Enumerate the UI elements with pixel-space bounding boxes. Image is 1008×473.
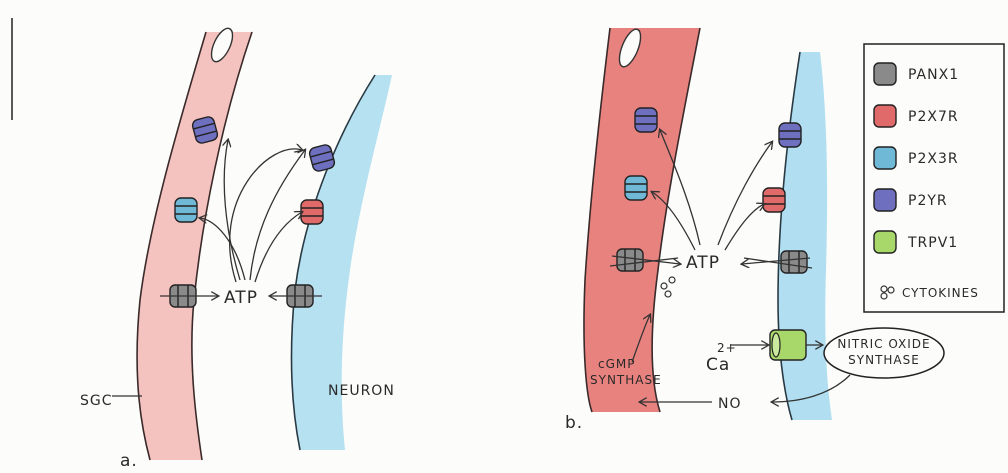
p2x3r-channel-sgc-a <box>175 198 197 222</box>
p2yr-channel-sgc-b <box>635 108 657 132</box>
legend-swatch-panx1 <box>874 63 896 85</box>
panel-a: ATP SGC NEURON a. <box>80 25 395 471</box>
nos-label-line1: NITRIC OXIDE <box>837 337 930 351</box>
cytokine-dots-b <box>661 277 675 297</box>
nos-label-line2: SYNTHASE <box>848 353 920 367</box>
legend-label-p2x7r: P2X7R <box>908 109 959 125</box>
legend-label-p2x3r: P2X3R <box>908 151 959 167</box>
legend-label-p2yr: P2YR <box>908 193 948 209</box>
legend-item-panx1: PANX1 <box>874 63 959 85</box>
p2x7r-channel-a <box>301 200 323 224</box>
calcium-charge-label: 2+ <box>717 341 737 355</box>
legend-label-cytokines: CYTOKINES <box>902 286 979 300</box>
neuron-label: NEURON <box>328 383 395 399</box>
panel-b-label: b. <box>565 413 583 433</box>
neuron-membrane-b <box>778 52 832 420</box>
atp-label-b: ATP <box>686 253 720 273</box>
panx1-channel-neuron-b <box>781 251 807 273</box>
sgc-label: SGC <box>80 393 113 409</box>
legend-item-trpv1: TRPV1 <box>874 231 958 253</box>
legend-item-p2x7r: P2X7R <box>874 105 959 127</box>
sgc-membrane-b <box>584 28 700 412</box>
legend-item-p2yr: P2YR <box>874 189 948 211</box>
trpv1-channel-b <box>770 330 806 360</box>
atp-label-a: ATP <box>224 288 258 308</box>
calcium-label: Ca <box>706 355 730 375</box>
cgmp-synthase-label: SYNTHASE <box>590 373 662 387</box>
p2x7r-channel-b <box>763 188 785 212</box>
legend-swatch-p2yr <box>874 189 896 211</box>
legend-label-panx1: PANX1 <box>908 67 959 83</box>
legend-label-trpv1: TRPV1 <box>907 235 958 251</box>
no-label: NO <box>718 396 742 412</box>
p2yr-channel-neuron-a <box>308 144 335 173</box>
legend-swatch-p2x7r <box>874 105 896 127</box>
p2x3r-channel-sgc-b <box>625 176 647 200</box>
p2yr-channel-neuron-b <box>779 123 801 147</box>
legend-swatch-trpv1 <box>874 231 896 253</box>
panel-a-label: a. <box>120 451 138 471</box>
legend-item-p2x3r: P2X3R <box>874 147 959 169</box>
cgmp-label: cGMP <box>598 357 636 371</box>
legend-swatch-p2x3r <box>874 147 896 169</box>
panx1-channel-sgc-b <box>617 249 643 271</box>
